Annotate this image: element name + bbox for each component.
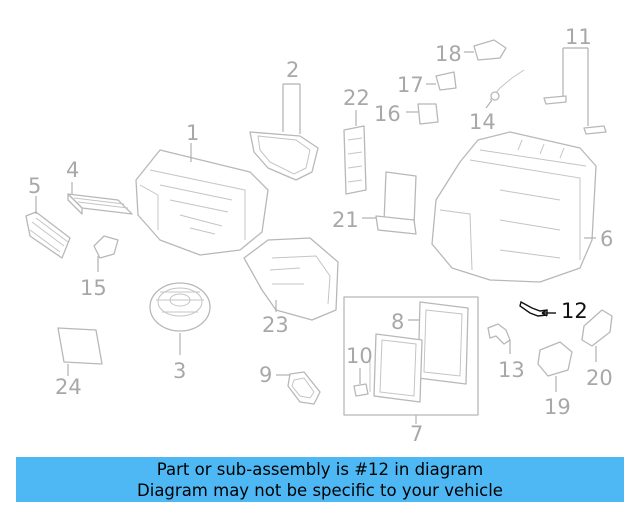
callout-14: 14 — [469, 110, 496, 134]
part-4-filter — [67, 182, 133, 215]
callout-9: 9 — [259, 363, 272, 387]
part-info-banner: Part or sub-assembly is #12 in diagram D… — [16, 457, 624, 502]
part-13-hose — [487, 323, 511, 354]
callout-3: 3 — [173, 359, 186, 383]
callout-21: 21 — [332, 208, 359, 232]
callout-22: 22 — [343, 86, 370, 110]
part-5-filter-element — [25, 196, 71, 259]
part-19-servo — [537, 341, 573, 392]
callout-18: 18 — [435, 42, 462, 66]
part-7-heater-assembly — [343, 296, 479, 424]
part-15-sensor — [93, 235, 119, 272]
callout-8: 8 — [391, 310, 404, 334]
callout-7: 7 — [410, 422, 423, 446]
callout-11: 11 — [565, 25, 592, 49]
part-2-seal — [249, 83, 319, 181]
part-22-core — [343, 110, 367, 195]
callout-13: 13 — [498, 358, 525, 382]
callout-15: 15 — [80, 276, 107, 300]
callout-4: 4 — [66, 158, 79, 182]
callout-1: 1 — [186, 121, 199, 145]
part-9-gasket — [276, 371, 321, 405]
callout-20: 20 — [586, 366, 613, 390]
part-14-cable — [485, 69, 525, 109]
parts-diagram: 1 2 3 4 5 6 7 8 9 10 11 12 13 14 15 16 1… — [25, 25, 613, 446]
callout-5: 5 — [28, 174, 41, 198]
callout-23: 23 — [262, 313, 289, 337]
callout-6: 6 — [600, 227, 613, 251]
callout-12: 12 — [561, 299, 588, 323]
part-21-module — [362, 171, 417, 235]
part-1-hvac-case — [135, 143, 269, 256]
part-11-tubes — [543, 47, 607, 135]
part-12-highlighted — [519, 300, 556, 317]
part-18-bracket — [464, 39, 507, 61]
callout-16: 16 — [374, 102, 401, 126]
banner-line-2: Diagram may not be specific to your vehi… — [137, 481, 503, 500]
callout-10: 10 — [346, 344, 373, 368]
banner-line-1: Part or sub-assembly is #12 in diagram — [156, 460, 484, 479]
part-6-housing — [431, 131, 597, 283]
callout-17: 17 — [397, 73, 424, 97]
part-24-control-module — [57, 327, 103, 376]
callout-24: 24 — [55, 375, 82, 399]
part-3-blower-motor — [149, 282, 211, 355]
part-20-servo — [581, 309, 613, 362]
part-17-actuator — [426, 71, 457, 91]
callout-19: 19 — [544, 395, 571, 419]
callout-2: 2 — [286, 58, 299, 82]
part-16-actuator — [406, 103, 439, 125]
part-23-lower-case — [243, 237, 339, 321]
